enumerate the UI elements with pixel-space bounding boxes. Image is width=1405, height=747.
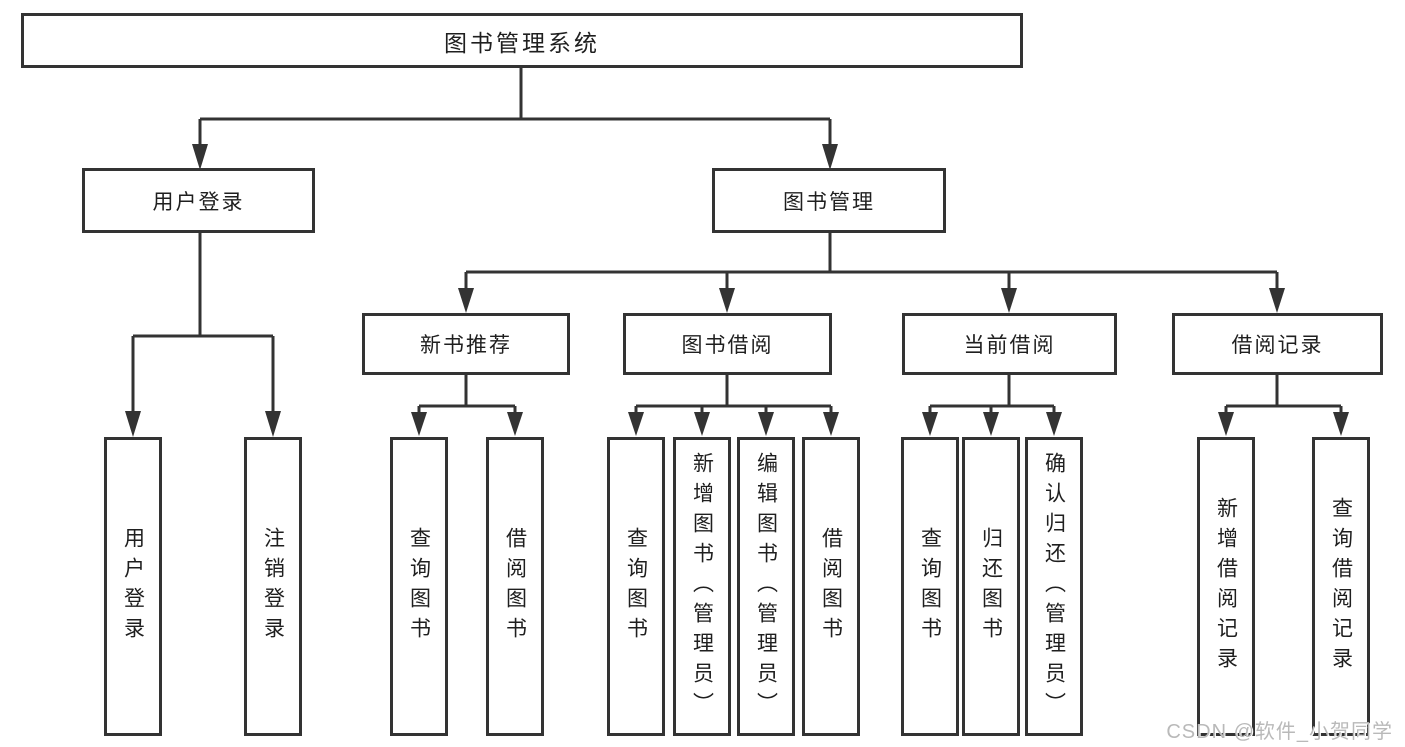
leaf-records-query-borrow-record-label: 查询借阅记录 bbox=[1329, 496, 1353, 677]
node-current-borrow: 当前借阅 bbox=[902, 313, 1117, 375]
node-current-borrow-label: 当前借阅 bbox=[963, 334, 1056, 357]
leaf-records-query-borrow-record: 查询借阅记录 bbox=[1312, 437, 1370, 736]
node-root-label: 图书管理系统 bbox=[444, 29, 600, 56]
leaf-user-login: 用户登录 bbox=[104, 437, 162, 736]
node-book-borrow-label: 图书借阅 bbox=[681, 334, 774, 357]
connector-borrow-records-to-leaves bbox=[1218, 375, 1349, 436]
leaf-borrow-edit-books-admin: 编辑图书（管理员） bbox=[737, 437, 795, 736]
leaf-borrow-query-books: 查询图书 bbox=[607, 437, 665, 736]
node-book-borrow: 图书借阅 bbox=[623, 313, 832, 375]
node-new-book-recommend: 新书推荐 bbox=[362, 313, 570, 375]
leaf-current-confirm-return-admin-label: 确认归还（管理员） bbox=[1042, 451, 1066, 722]
connector-current-borrow-to-leaves bbox=[922, 375, 1062, 436]
leaf-records-add-borrow-record-label: 新增借阅记录 bbox=[1214, 496, 1238, 677]
node-root: 图书管理系统 bbox=[21, 13, 1023, 68]
leaf-current-confirm-return-admin: 确认归还（管理员） bbox=[1025, 437, 1083, 736]
leaf-user-login-label: 用户登录 bbox=[121, 526, 145, 647]
node-book-management-label: 图书管理 bbox=[783, 190, 875, 214]
node-book-management: 图书管理 bbox=[712, 168, 946, 233]
leaf-borrow-borrow-books-label: 借阅图书 bbox=[819, 526, 843, 647]
leaf-logout-label: 注销登录 bbox=[261, 526, 285, 647]
leaf-logout: 注销登录 bbox=[244, 437, 302, 736]
connector-new-book-to-leaves bbox=[411, 375, 523, 436]
node-user-login: 用户登录 bbox=[82, 168, 315, 233]
connector-user-login-to-leaves bbox=[125, 233, 281, 437]
leaf-newbook-borrow-books: 借阅图书 bbox=[486, 437, 544, 736]
connector-book-management-to-level3 bbox=[458, 233, 1285, 313]
leaf-current-query-books-label: 查询图书 bbox=[918, 526, 942, 647]
leaf-newbook-query-books-label: 查询图书 bbox=[407, 526, 431, 647]
leaf-borrow-add-books-admin: 新增图书（管理员） bbox=[673, 437, 731, 736]
connector-book-borrow-to-leaves bbox=[628, 375, 839, 436]
leaf-newbook-query-books: 查询图书 bbox=[390, 437, 448, 736]
leaf-current-return-books-label: 归还图书 bbox=[979, 526, 1003, 647]
leaf-borrow-query-books-label: 查询图书 bbox=[624, 526, 648, 647]
node-user-login-label: 用户登录 bbox=[152, 190, 245, 214]
leaf-current-return-books: 归还图书 bbox=[962, 437, 1020, 736]
node-borrow-records-label: 借阅记录 bbox=[1231, 334, 1324, 357]
leaf-current-query-books: 查询图书 bbox=[901, 437, 959, 736]
leaf-newbook-borrow-books-label: 借阅图书 bbox=[503, 526, 527, 647]
node-new-book-recommend-label: 新书推荐 bbox=[420, 334, 512, 357]
leaf-borrow-add-books-admin-label: 新增图书（管理员） bbox=[690, 451, 714, 722]
leaf-borrow-edit-books-admin-label: 编辑图书（管理员） bbox=[754, 451, 778, 722]
connector-root-to-level2 bbox=[192, 68, 838, 170]
leaf-borrow-borrow-books: 借阅图书 bbox=[802, 437, 860, 736]
leaf-records-add-borrow-record: 新增借阅记录 bbox=[1197, 437, 1255, 736]
node-borrow-records: 借阅记录 bbox=[1172, 313, 1383, 375]
csdn-watermark: CSDN @软件_小贺同学 bbox=[1166, 721, 1393, 743]
